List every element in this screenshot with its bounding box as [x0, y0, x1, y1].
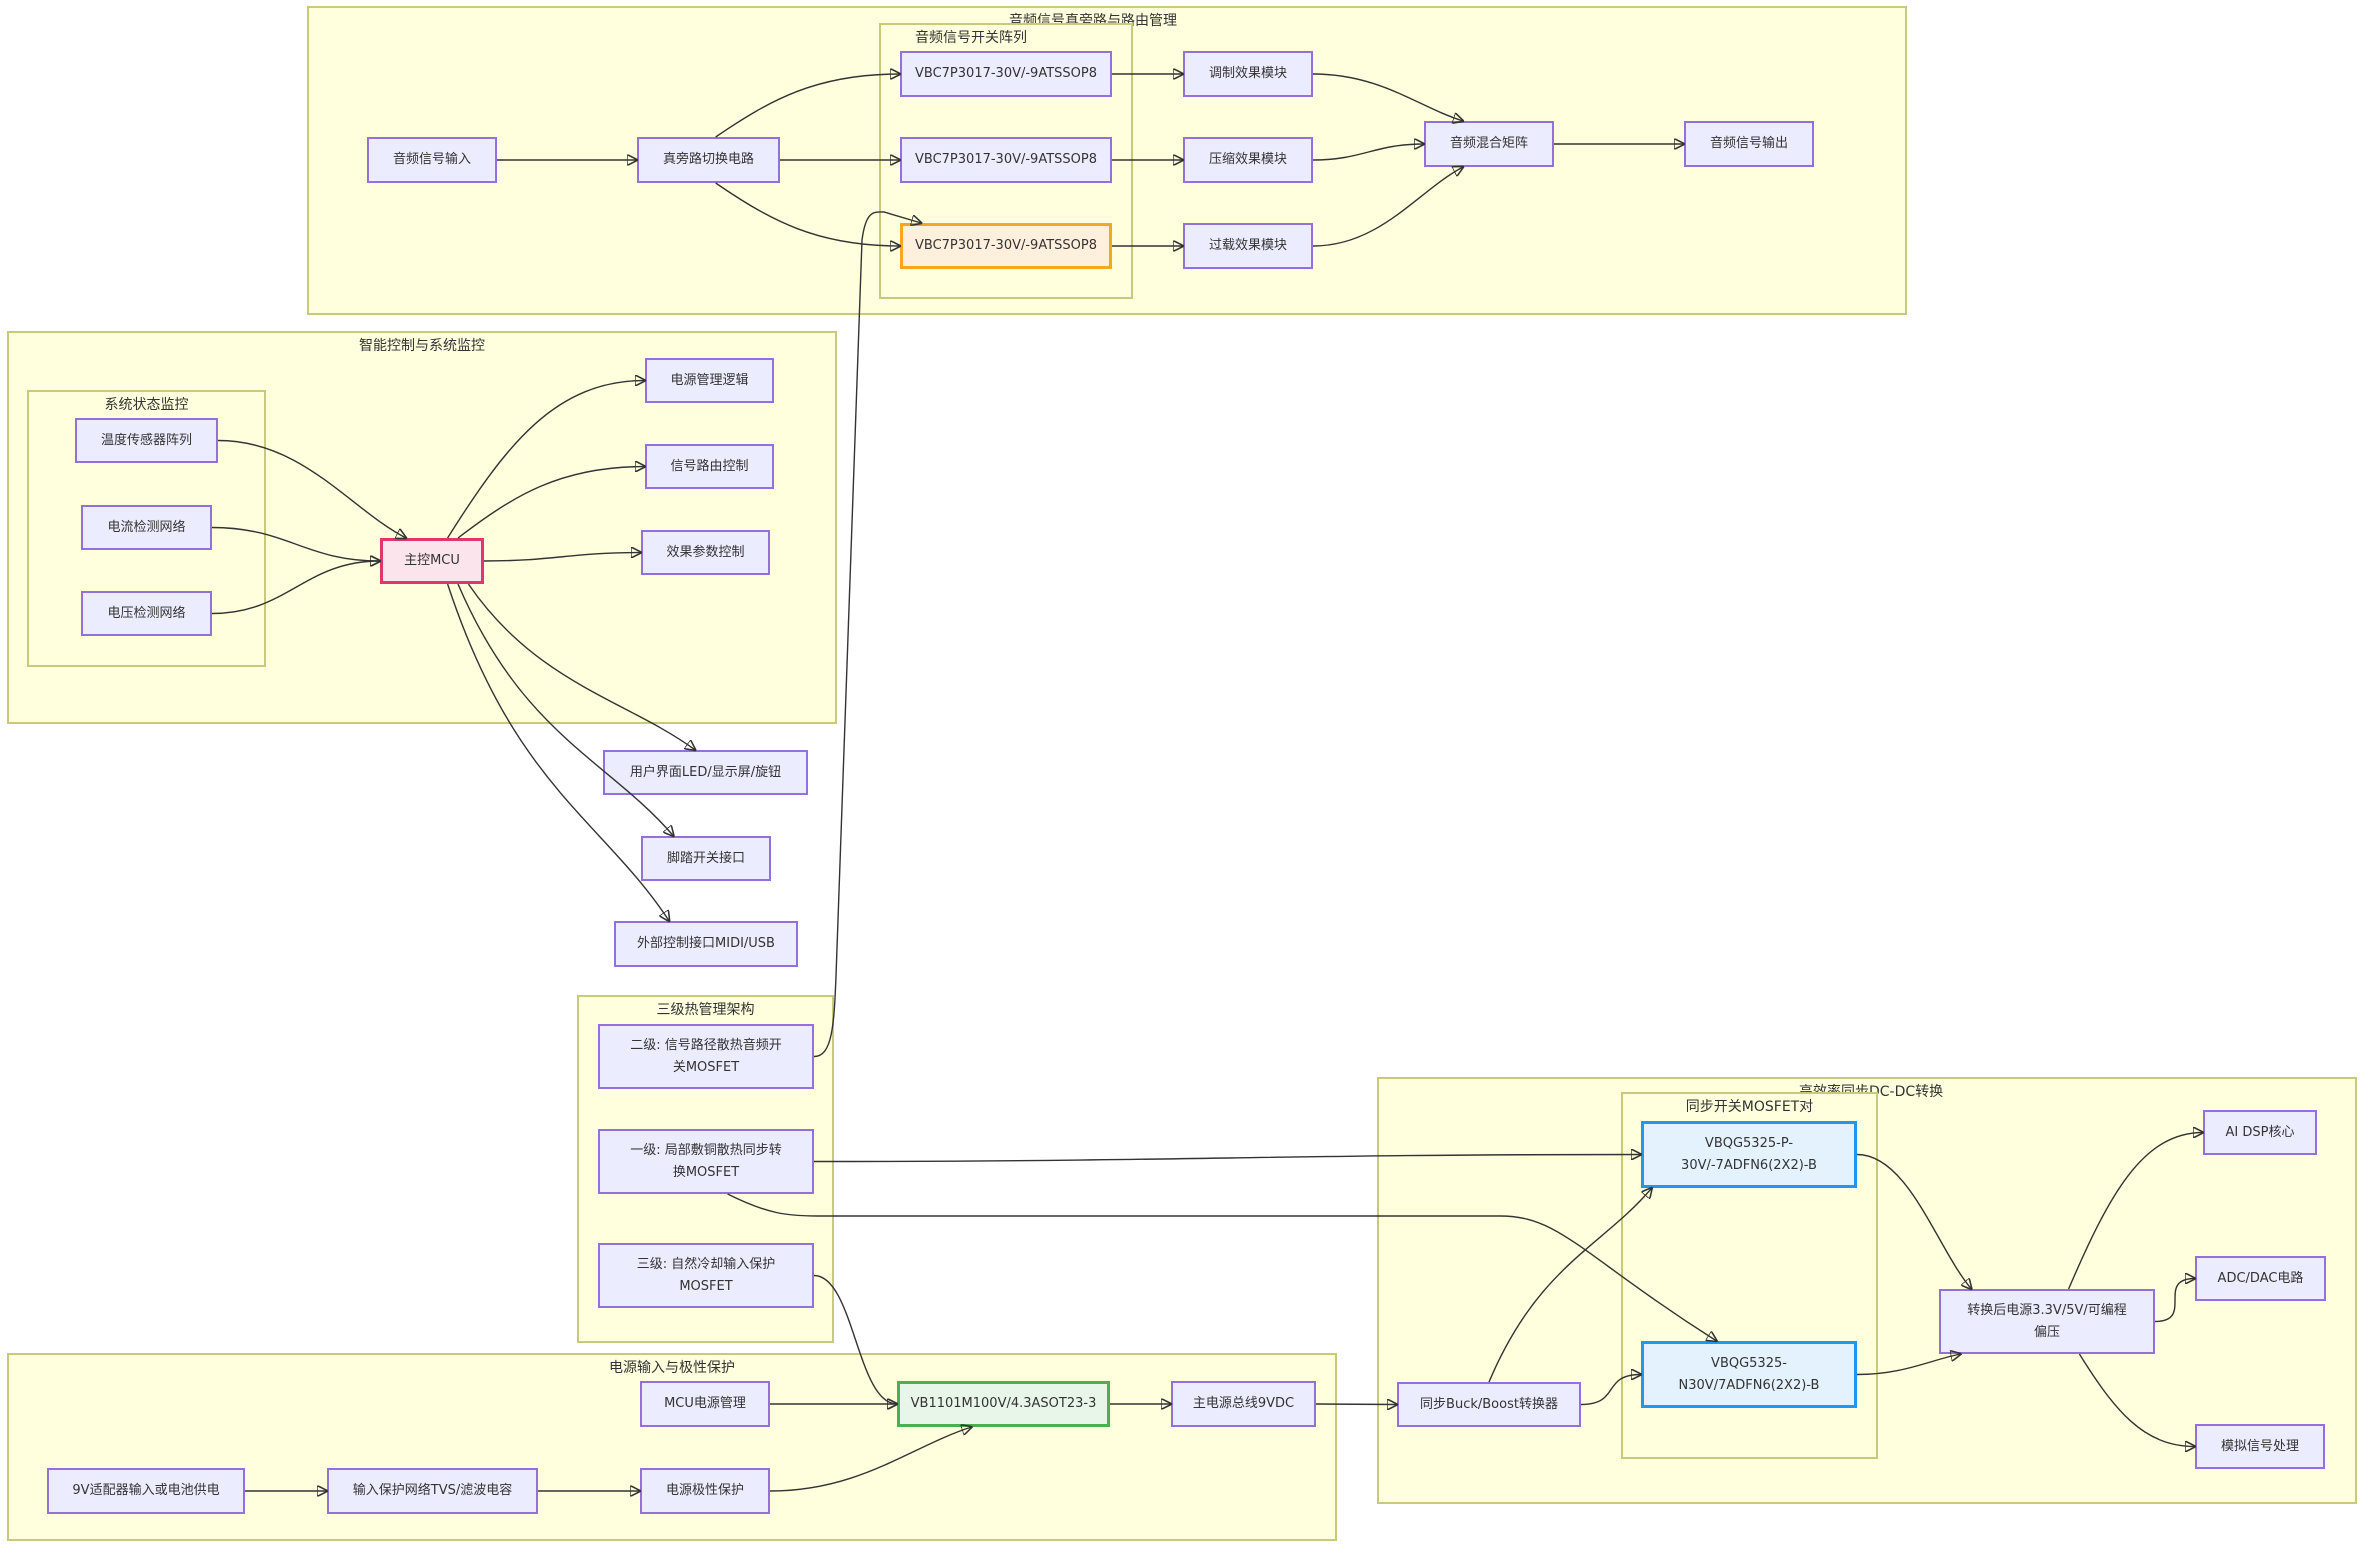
node-main-mcu[interactable]: 主控MCU: [380, 538, 484, 584]
group-title: 电源输入与极性保护: [609, 1360, 735, 1376]
node-true-bypass-switch[interactable]: 真旁路切换电路: [637, 137, 780, 183]
node-label: 真旁路切换电路: [662, 152, 754, 167]
node-thermal-level-2[interactable]: 二级: 信号路径散热音频开关MOSFET: [598, 1024, 814, 1089]
node-audio-input[interactable]: 音频信号输入: [367, 137, 497, 183]
node-buck-boost-converter[interactable]: 同步Buck/Boost转换器: [1397, 1382, 1581, 1427]
node-external-control-interface[interactable]: 外部控制接口MIDI/USB: [614, 921, 798, 967]
node-label-line-2: 30V/-7ADFN6(2X2)-B: [1681, 1157, 1817, 1173]
node-label: 信号路由控制: [670, 458, 749, 474]
group-title: 音频信号开关阵列: [915, 30, 1027, 46]
node-label-line-2: N30V/7ADFN6(2X2)-B: [1678, 1377, 1820, 1393]
node-main-9v-bus[interactable]: 主电源总线9VDC: [1171, 1381, 1316, 1427]
node-compression-effect[interactable]: 压缩效果模块: [1183, 137, 1313, 183]
node-label: 同步Buck/Boost转换器: [1420, 1396, 1558, 1412]
node-signal-routing-control[interactable]: 信号路由控制: [645, 444, 774, 489]
node-label: 电流检测网络: [107, 519, 186, 535]
node-mcu-power-management[interactable]: MCU电源管理: [640, 1381, 770, 1427]
node-thermal-level-3[interactable]: 三级: 自然冷却输入保护 MOSFET: [598, 1243, 814, 1308]
node-label-line-2: 关MOSFET: [672, 1059, 740, 1075]
node-p-channel-mosfet[interactable]: VBQG5325-P- 30V/-7ADFN6(2X2)-B: [1641, 1121, 1857, 1188]
node-adc-dac[interactable]: ADC/DAC电路: [2195, 1256, 2326, 1301]
group-title: 同步开关MOSFET对: [1685, 1099, 1814, 1115]
node-label: 效果参数控制: [666, 544, 745, 560]
node-label: 脚踏开关接口: [666, 850, 745, 866]
node-label: 过载效果模块: [1208, 238, 1287, 253]
node-label: AI DSP核心: [2225, 1124, 2295, 1140]
node-label: 电压检测网络: [107, 605, 186, 621]
node-label: 音频信号输出: [1709, 136, 1788, 151]
node-user-interface[interactable]: 用户界面LED/显示屏/旋钮: [603, 750, 808, 795]
node-audio-switch-mosfet-3[interactable]: VBC7P3017-30V/-9ATSSOP8: [900, 223, 1112, 269]
node-label-line-2: MOSFET: [679, 1278, 733, 1294]
node-label-line-1: VBQG5325-P-: [1704, 1135, 1794, 1151]
node-modulation-effect[interactable]: 调制效果模块: [1183, 51, 1313, 97]
node-label: VBC7P3017-30V/-9ATSSOP8: [915, 238, 1097, 253]
node-ai-dsp-core[interactable]: AI DSP核心: [2203, 1110, 2317, 1155]
node-thermal-level-1[interactable]: 一级: 局部敷铜散热同步转换MOSFET: [598, 1129, 814, 1194]
node-n-channel-mosfet[interactable]: VBQG5325- N30V/7ADFN6(2X2)-B: [1641, 1341, 1857, 1408]
node-label: 外部控制接口MIDI/USB: [637, 936, 775, 951]
node-label: MCU电源管理: [664, 1396, 746, 1411]
node-label: ADC/DAC电路: [2217, 1270, 2304, 1286]
node-input-protection-tvs[interactable]: 输入保护网络TVS/滤波电容: [327, 1468, 538, 1514]
node-label: 音频混合矩阵: [1449, 136, 1528, 151]
node-audio-switch-mosfet-2[interactable]: VBC7P3017-30V/-9ATSSOP8: [900, 137, 1112, 183]
node-temperature-sensors[interactable]: 温度传感器阵列: [75, 418, 218, 463]
node-label: 模拟信号处理: [2220, 1438, 2299, 1454]
node-label: VB1101M100V/4.3ASOT23-3: [910, 1396, 1097, 1411]
node-power-management-logic[interactable]: 电源管理逻辑: [645, 358, 774, 403]
node-audio-switch-mosfet-1[interactable]: VBC7P3017-30V/-9ATSSOP8: [900, 51, 1112, 97]
node-label-line-1: 二级: 信号路径散热音频开: [630, 1037, 782, 1053]
node-label: 压缩效果模块: [1208, 152, 1287, 167]
group-title: 系统状态监控: [104, 397, 189, 413]
node-voltage-sense[interactable]: 电压检测网络: [81, 591, 212, 636]
node-label: 温度传感器阵列: [100, 432, 192, 448]
node-label-line-1: 一级: 局部敷铜散热同步转: [630, 1142, 782, 1158]
node-label: 主控MCU: [404, 553, 460, 568]
node-effect-parameter-control[interactable]: 效果参数控制: [641, 530, 770, 575]
node-label-line-1: 转换后电源3.3V/5V/可编程: [1967, 1302, 2127, 1318]
node-label-line-2: 换MOSFET: [672, 1164, 740, 1180]
group-title: 智能控制与系统监控: [359, 338, 485, 354]
node-label: 调制效果模块: [1208, 66, 1287, 81]
node-label: VBC7P3017-30V/-9ATSSOP8: [915, 152, 1097, 167]
node-9v-input[interactable]: 9V适配器输入或电池供电: [47, 1468, 245, 1514]
node-converted-power-rails[interactable]: 转换后电源3.3V/5V/可编程偏压: [1939, 1289, 2155, 1354]
node-label-line-2: 偏压: [2033, 1324, 2060, 1340]
node-label: 电源管理逻辑: [670, 372, 749, 388]
node-label: 主电源总线9VDC: [1192, 1396, 1295, 1411]
node-footswitch-interface[interactable]: 脚踏开关接口: [641, 836, 771, 881]
node-label-line-1: 三级: 自然冷却输入保护: [636, 1256, 776, 1272]
node-label: VBC7P3017-30V/-9ATSSOP8: [915, 66, 1097, 81]
node-analog-signal-processing[interactable]: 模拟信号处理: [2195, 1424, 2325, 1469]
node-current-sense[interactable]: 电流检测网络: [81, 505, 212, 550]
node-label: 输入保护网络TVS/滤波电容: [352, 1483, 513, 1498]
group-title: 三级热管理架构: [656, 1002, 755, 1018]
node-label: 音频信号输入: [392, 152, 471, 167]
node-polarity-protection[interactable]: 电源极性保护: [640, 1468, 770, 1514]
node-label: 电源极性保护: [665, 1483, 744, 1498]
node-audio-mixer-matrix[interactable]: 音频混合矩阵: [1424, 121, 1554, 167]
node-label: 用户界面LED/显示屏/旋钮: [629, 764, 782, 780]
node-label: 9V适配器输入或电池供电: [72, 1483, 220, 1498]
node-audio-output[interactable]: 音频信号输出: [1684, 121, 1814, 167]
node-label-line-1: VBQG5325-: [1711, 1355, 1787, 1371]
node-input-mosfet-vb1101[interactable]: VB1101M100V/4.3ASOT23-3: [897, 1381, 1110, 1427]
node-overdrive-effect[interactable]: 过载效果模块: [1183, 223, 1313, 269]
